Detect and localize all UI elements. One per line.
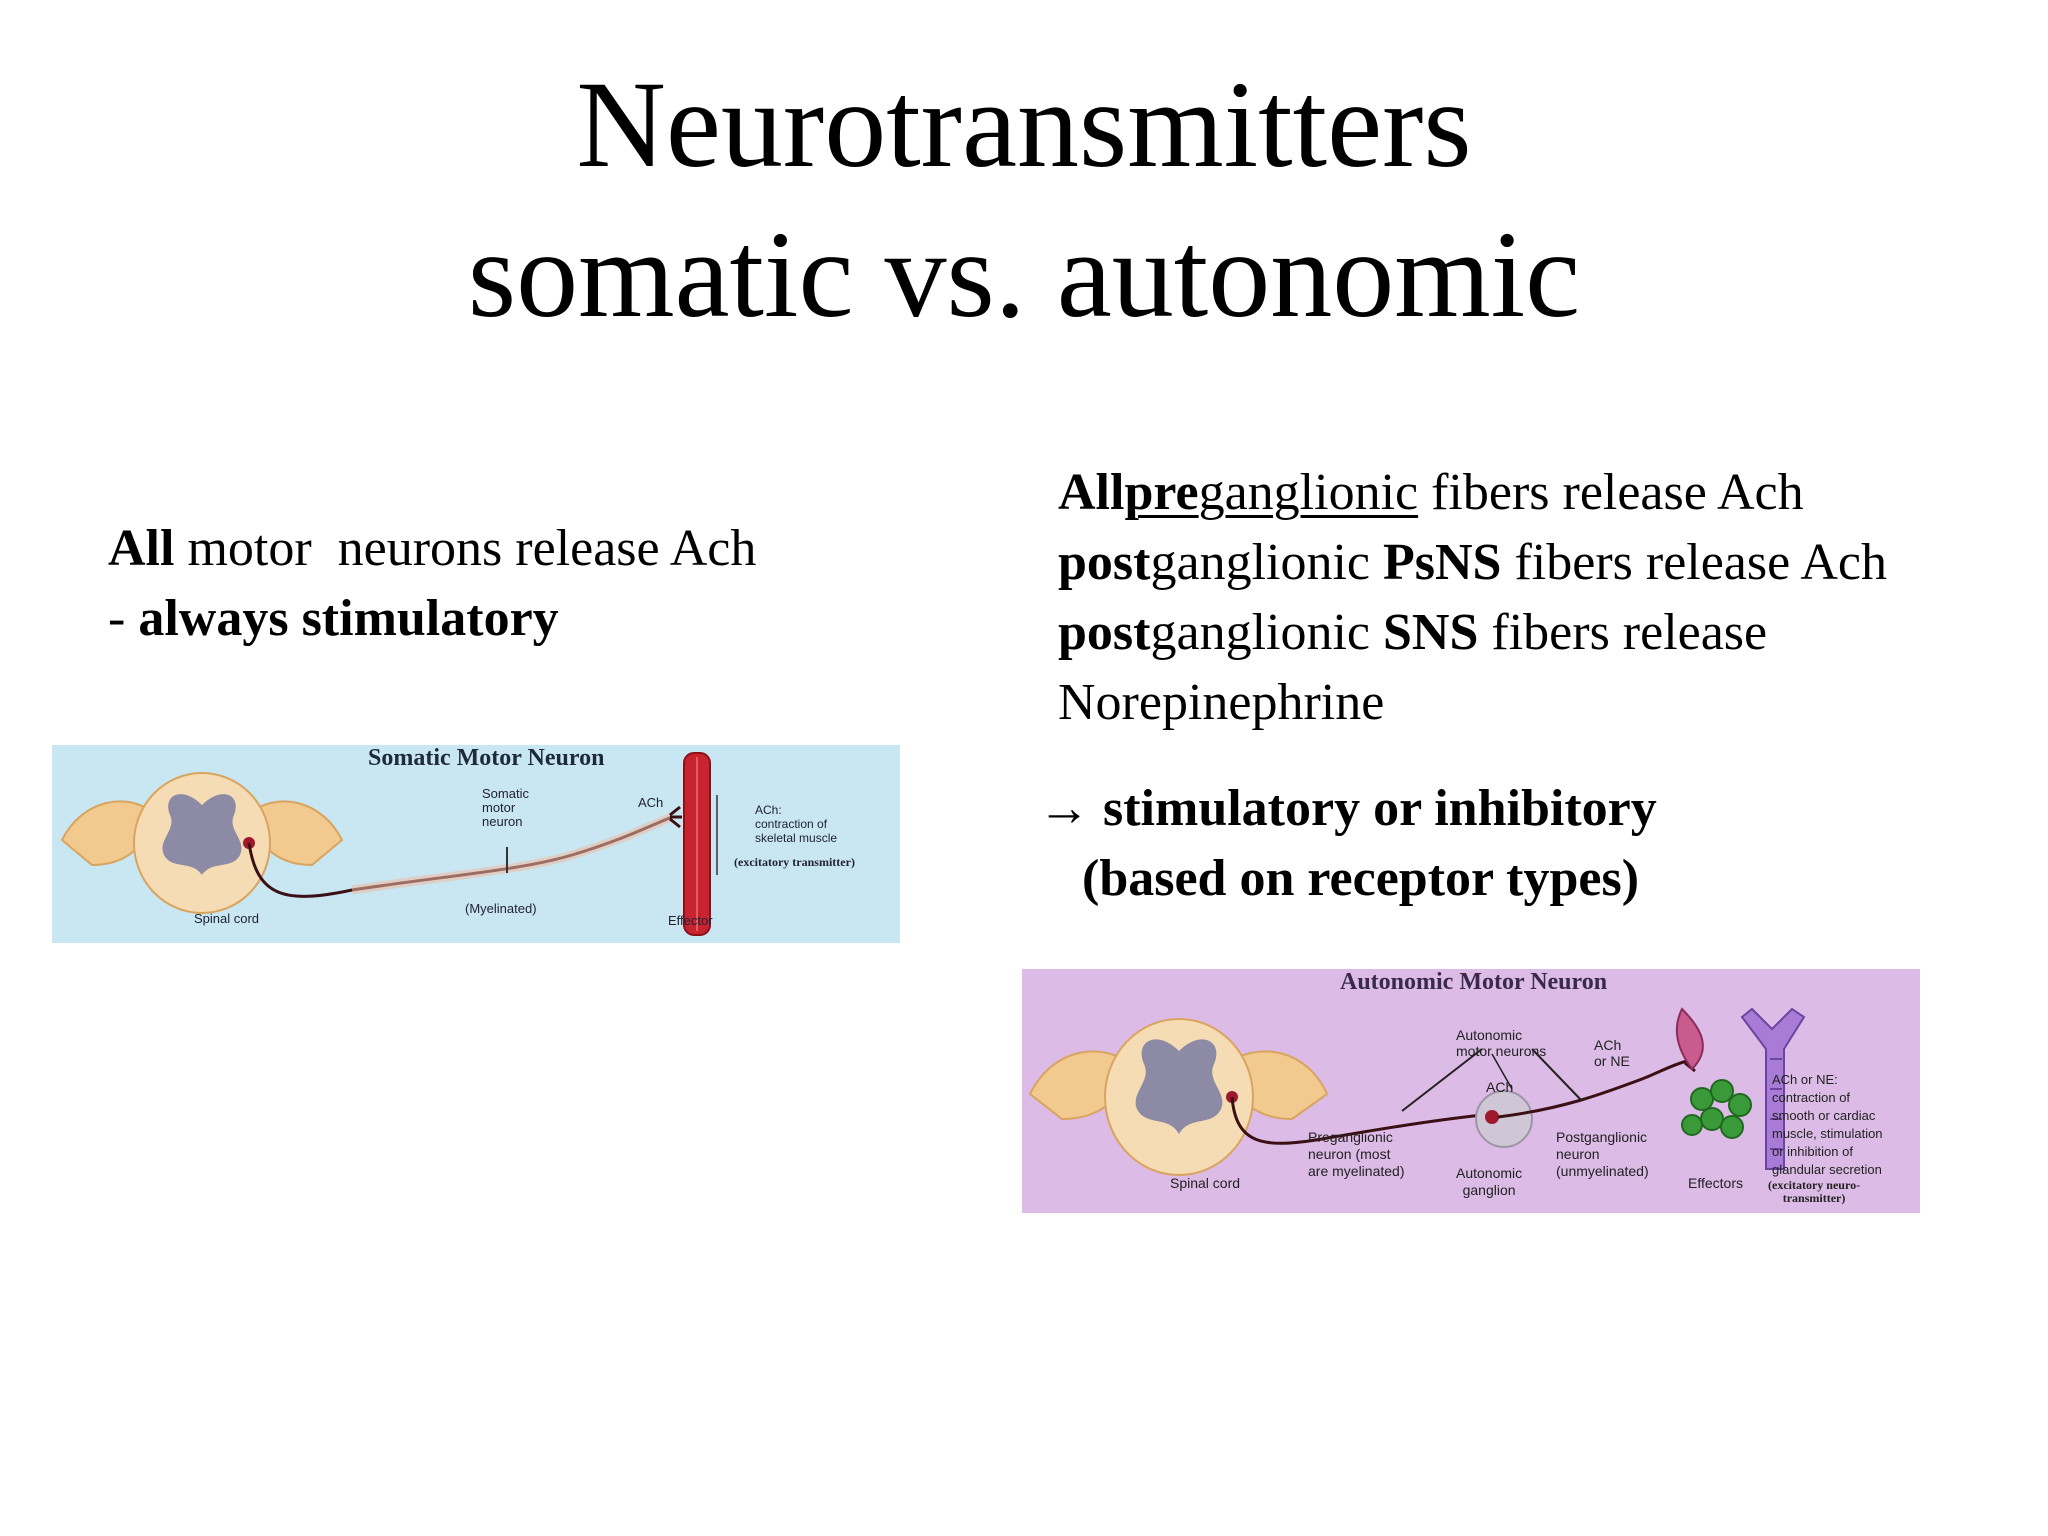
- somatic-label-line: neuron: [482, 814, 523, 829]
- note-line: transmitter): [1782, 1191, 1846, 1205]
- label-line: are myelinated): [1308, 1163, 1405, 1179]
- slide-title-line-1: Neurotransmitters: [576, 56, 1472, 193]
- gland-cluster: [1681, 1079, 1752, 1139]
- label-line: ACh: [1594, 1037, 1622, 1053]
- ach-note: ACh: contraction of skeletal muscle: [755, 803, 837, 845]
- note-line: ACh or NE:: [1772, 1072, 1838, 1087]
- all-bold: All: [108, 520, 175, 577]
- autonomic-motor-neurons-label: Autonomic motor neurons: [1456, 1027, 1546, 1059]
- note-line: muscle, stimulation: [1772, 1126, 1883, 1141]
- ganglionic-word: ganglionic: [1198, 464, 1419, 521]
- right-line-1: Allpreganglionic fibers release Ach: [1058, 459, 1804, 527]
- sns-bold: SNS: [1383, 604, 1479, 661]
- dash: -: [108, 590, 139, 647]
- label-line: or NE: [1594, 1053, 1630, 1069]
- right-line-2: postganglionic PsNS fibers release Ach: [1058, 529, 1887, 597]
- postganglionic-soma: [1485, 1110, 1499, 1124]
- myelin-sheath: [351, 812, 674, 895]
- gland-cell: [1728, 1093, 1752, 1117]
- somatic-label-line: Somatic: [482, 786, 529, 801]
- preganglionic-label: Preganglionic neuron (most are myelinate…: [1308, 1129, 1405, 1180]
- note-line: (excitatory neuro-: [1768, 1178, 1861, 1192]
- myelinated-label: (Myelinated): [465, 901, 537, 916]
- gland-cell: [1720, 1115, 1744, 1139]
- label-line: Autonomic: [1456, 1165, 1523, 1181]
- label-line: neuron (most: [1308, 1146, 1391, 1162]
- post-bold: post: [1058, 534, 1151, 591]
- label-line: Postganglionic: [1556, 1129, 1648, 1145]
- gland-cell: [1710, 1079, 1734, 1103]
- slide-title-line-2: somatic vs. autonomic: [467, 206, 1581, 343]
- post-bold: post: [1058, 604, 1151, 661]
- somatic-diagram: [60, 752, 718, 936]
- left-line-2: - always stimulatory: [108, 585, 559, 653]
- gray-matter: [1135, 1039, 1223, 1134]
- excitatory-note: (excitatory neuro- transmitter): [1768, 1179, 1860, 1205]
- ach-label: ACh: [638, 795, 664, 810]
- gland-cell: [1700, 1107, 1724, 1131]
- gray-matter: [162, 794, 242, 875]
- autonomic-ganglion: [1475, 1090, 1533, 1148]
- left-line-1: All motor neurons release Ach: [108, 515, 756, 583]
- note-line: contraction of: [1772, 1090, 1851, 1105]
- right-line-2-rest: fibers release Ach: [1501, 534, 1887, 591]
- autonomic-diagram: [1028, 1007, 1806, 1176]
- label-line: ganglion: [1462, 1182, 1516, 1198]
- label-line: Preganglionic: [1308, 1129, 1393, 1145]
- somatic-label-line: motor: [482, 800, 516, 815]
- autonomic-figure-title: Autonomic Motor Neuron: [1340, 969, 1608, 995]
- psns-bold: PsNS: [1383, 534, 1502, 591]
- effectors-label: Effectors: [1688, 1175, 1743, 1191]
- pointer-line: [1531, 1048, 1583, 1102]
- left-line-1-rest: motor neurons release Ach: [174, 520, 757, 577]
- ach-note-line: skeletal muscle: [755, 831, 838, 845]
- ganglionic-word: ganglionic: [1150, 534, 1383, 591]
- pointer-line: [1401, 1048, 1483, 1112]
- ach-note-line: ACh:: [755, 803, 782, 817]
- excitatory-note: (excitatory transmitter): [734, 855, 855, 869]
- postganglionic-label: Postganglionic neuron (unmyelinated): [1556, 1129, 1649, 1180]
- right-line-3-rest: fibers release: [1478, 604, 1768, 661]
- right-line-4: Norepinephrine: [1058, 674, 1385, 731]
- receptor-types-line: (based on receptor types): [1082, 850, 1640, 907]
- always-stimulatory: always stimulatory: [138, 590, 559, 647]
- spinal-cord-label: Spinal cord: [1170, 1175, 1241, 1191]
- note-line: glandular secretion: [1772, 1162, 1882, 1177]
- note-line: or inhibition of: [1772, 1144, 1853, 1159]
- ach-note-line: contraction of: [755, 817, 828, 831]
- gland-cell: [1690, 1087, 1714, 1111]
- spinal-cord-label: Spinal cord: [194, 911, 260, 926]
- ganglionic-word: ganglionic: [1150, 604, 1383, 661]
- ach-label: ACh: [1486, 1079, 1514, 1095]
- label-line: motor neurons: [1456, 1043, 1547, 1059]
- pre-underlined: preganglionic: [1124, 464, 1418, 521]
- pre-bold: pre: [1124, 464, 1199, 521]
- somatic-neuron-label: Somatic motor neuron: [482, 787, 529, 829]
- right-all: All: [1058, 464, 1125, 521]
- autonomic-ganglion-label: Autonomic ganglion: [1456, 1165, 1522, 1199]
- autonomic-motor-neuron-figure: Autonomic Motor Neuron Autonomic motor n…: [1022, 969, 1920, 1213]
- label-line: (unmyelinated): [1556, 1163, 1649, 1179]
- ach-or-ne-label: ACh or NE: [1594, 1037, 1630, 1069]
- arrow-line: → stimulatory or inhibitory: [1038, 780, 1657, 837]
- label-line: neuron: [1556, 1146, 1600, 1162]
- gland-cell: [1681, 1114, 1703, 1136]
- right-line-3: postganglionic SNS fibers release: [1058, 599, 1767, 667]
- ach-ne-note: ACh or NE: contraction of smooth or card…: [1772, 1071, 1883, 1179]
- label-line: Autonomic: [1456, 1027, 1523, 1043]
- effector-label: Effector: [668, 913, 713, 928]
- right-line-1-rest: fibers release Ach: [1418, 464, 1804, 521]
- somatic-figure-title: Somatic Motor Neuron: [368, 745, 605, 771]
- preganglionic-axon: [1230, 1096, 1493, 1145]
- cardiac-cell: [1675, 1007, 1704, 1071]
- note-line: smooth or cardiac: [1772, 1108, 1876, 1123]
- pointer-line: [1491, 1053, 1513, 1090]
- axon-terminal: [669, 805, 682, 829]
- postganglionic-axon: [1497, 1059, 1688, 1119]
- somatic-motor-neuron-figure: Somatic Motor Neuron Somatic motor neuro…: [52, 745, 900, 943]
